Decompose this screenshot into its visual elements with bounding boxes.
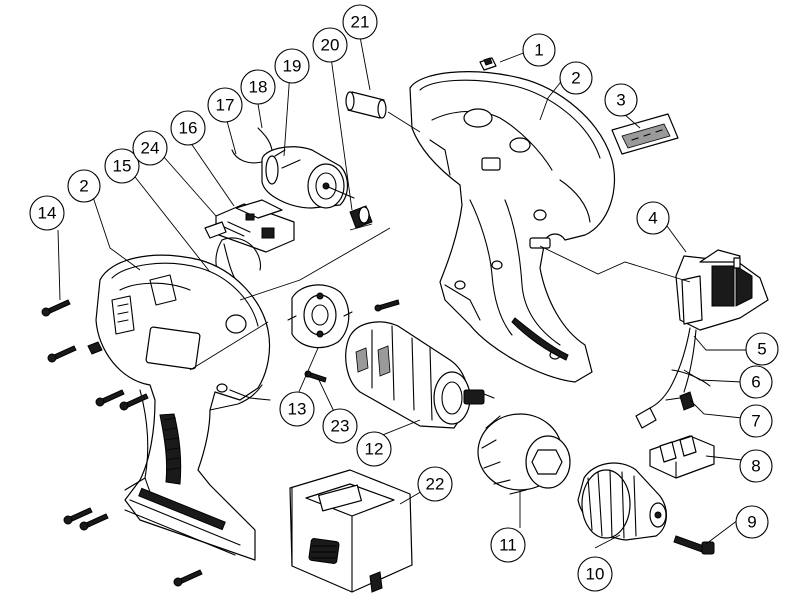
callout-3: 3 — [604, 83, 638, 117]
callout-1: 1 — [522, 33, 556, 67]
callout-16: 16 — [170, 110, 206, 146]
callout-13-label: 13 — [288, 400, 307, 419]
part-24-bracket — [204, 221, 227, 239]
callout-7-label: 7 — [751, 412, 760, 431]
screw — [63, 507, 93, 525]
callout-21-label: 21 — [351, 13, 370, 32]
callout-20-label: 20 — [321, 36, 340, 55]
callout-2-left: 2 — [67, 169, 101, 203]
callout-20: 20 — [312, 27, 348, 63]
part-20-pinion — [349, 205, 373, 229]
callout-8: 8 — [739, 449, 773, 483]
screw — [95, 389, 125, 407]
part-7-terminal — [635, 391, 695, 429]
callout-12: 12 — [356, 431, 392, 467]
callout-19: 19 — [274, 48, 310, 84]
callout-10-label: 10 — [586, 565, 605, 584]
callout-9: 9 — [735, 505, 769, 539]
part-1-clip — [479, 57, 497, 71]
housing-right-half — [409, 71, 616, 383]
part-11-collar — [477, 413, 571, 495]
callout-17-label: 17 — [216, 96, 235, 115]
part-21-cylinder — [345, 91, 387, 119]
part-17-wire — [231, 149, 263, 164]
callout-14-label: 14 — [38, 204, 57, 223]
callout-15-label: 15 — [113, 157, 132, 176]
callout-18: 18 — [240, 69, 276, 105]
callout-24: 24 — [132, 130, 168, 166]
callout-5: 5 — [745, 332, 779, 366]
screw — [119, 393, 149, 411]
callout-2-right: 2 — [559, 61, 593, 95]
callout-21: 21 — [342, 4, 378, 40]
callout-15: 15 — [104, 148, 140, 184]
screw — [79, 513, 109, 531]
part-14-screws — [41, 299, 203, 587]
callout-23-label: 23 — [331, 417, 350, 436]
callout-4-label: 4 — [648, 209, 657, 228]
part-4-trigger-switch — [675, 249, 769, 331]
callout-11: 11 — [490, 527, 526, 563]
part-22-battery — [289, 469, 413, 593]
callout-3-label: 3 — [616, 91, 625, 110]
callout-6-label: 6 — [751, 373, 760, 392]
callout-12-label: 12 — [365, 440, 384, 459]
callouts: 1 2 3 4 5 6 7 8 9 10 11 12 13 14 2 15 24… — [29, 4, 779, 592]
part-9-screw — [673, 535, 715, 555]
callout-16-label: 16 — [179, 119, 198, 138]
callout-4: 4 — [636, 201, 670, 235]
callout-7: 7 — [739, 404, 773, 438]
callout-22: 22 — [417, 466, 453, 502]
screw — [47, 345, 77, 363]
callout-2-left-label: 2 — [79, 177, 88, 196]
callout-17: 17 — [207, 87, 243, 123]
part-13-end-plate — [287, 284, 353, 349]
callout-5-label: 5 — [757, 340, 766, 359]
screw — [173, 569, 203, 587]
callout-23: 23 — [322, 408, 358, 444]
part-8-terminal-block — [649, 435, 715, 479]
callout-18-label: 18 — [249, 78, 268, 97]
callout-22-label: 22 — [426, 475, 445, 494]
callout-8-label: 8 — [751, 457, 760, 476]
callout-10: 10 — [577, 556, 613, 592]
callout-11-label: 11 — [499, 536, 517, 555]
screw — [41, 299, 71, 317]
part-19-motor — [261, 146, 355, 209]
part-16-switch-module — [215, 199, 295, 253]
callout-1-label: 1 — [534, 41, 543, 60]
part-3-label-plate — [611, 113, 679, 155]
callout-14: 14 — [29, 195, 65, 231]
part-23-screws — [304, 299, 400, 383]
housing-left-half — [95, 254, 271, 561]
callout-6: 6 — [739, 365, 773, 399]
callout-9-label: 9 — [747, 513, 756, 532]
callout-13: 13 — [279, 391, 315, 427]
part-18-wire — [257, 127, 273, 151]
callout-19-label: 19 — [283, 57, 302, 76]
callout-2-right-label: 2 — [571, 69, 580, 88]
callout-24-label: 24 — [141, 139, 160, 158]
part-10-chuck — [577, 462, 667, 541]
part-12-gearbox — [345, 321, 495, 429]
